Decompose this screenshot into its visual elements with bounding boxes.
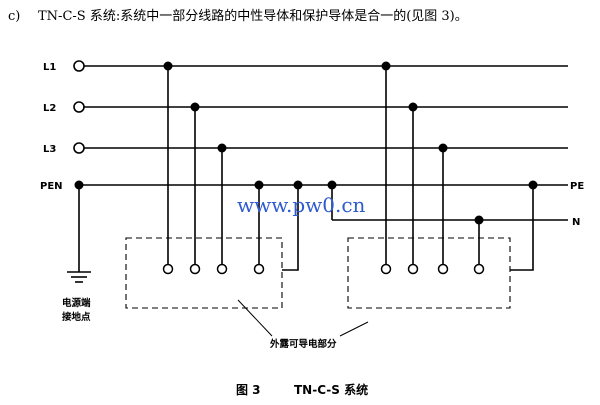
right-equipment-enclosure	[347, 237, 511, 309]
junction-left-l2	[190, 102, 200, 112]
right-equipment-wiring	[381, 61, 538, 271]
exposed-parts-label: 外露可导电部分	[269, 338, 337, 350]
label-n: N	[572, 217, 580, 228]
exposed-parts-leaders	[237, 299, 369, 337]
junction-right-pe	[528, 180, 538, 190]
right-equipment-terminals	[380, 263, 485, 275]
header-marker: c)	[8, 9, 20, 24]
label-pe: PE	[570, 181, 584, 192]
left-equipment-terminals	[162, 263, 265, 275]
left-equipment-enclosure	[125, 237, 283, 309]
figure-number: 图 3	[236, 383, 261, 397]
junction-pen-split	[327, 180, 337, 190]
earth-symbol	[67, 185, 91, 283]
earth-label-line2: 接地点	[62, 311, 91, 323]
terminal-l1	[73, 60, 85, 72]
watermark: www.pw0.cn	[237, 193, 366, 217]
junction-right-l3	[438, 143, 448, 153]
label-l2: L2	[43, 103, 56, 114]
junction-left-l1	[163, 61, 173, 71]
junction-right-l1	[381, 61, 391, 71]
junction-left-l3	[217, 143, 227, 153]
figure-title: TN-C-S 系统	[294, 382, 368, 397]
label-l3: L3	[43, 144, 56, 155]
terminal-l3	[73, 142, 85, 154]
junction-left-pen-n	[254, 180, 264, 190]
left-equipment-wiring	[163, 61, 303, 271]
terminal-l2	[73, 101, 85, 113]
label-pen: PEN	[40, 181, 63, 192]
junction-right-n	[474, 215, 484, 225]
earth-label-line1: 电源端	[62, 297, 91, 309]
source-terminals	[73, 60, 85, 190]
main-conductors	[78, 65, 568, 221]
junction-left-pen-pe	[293, 180, 303, 190]
header-text: TN-C-S 系统:系统中一部分线路的中性导体和保护导体是合一的(见图 3)。	[38, 8, 468, 24]
junction-right-l2	[408, 102, 418, 112]
label-l1: L1	[43, 62, 56, 73]
